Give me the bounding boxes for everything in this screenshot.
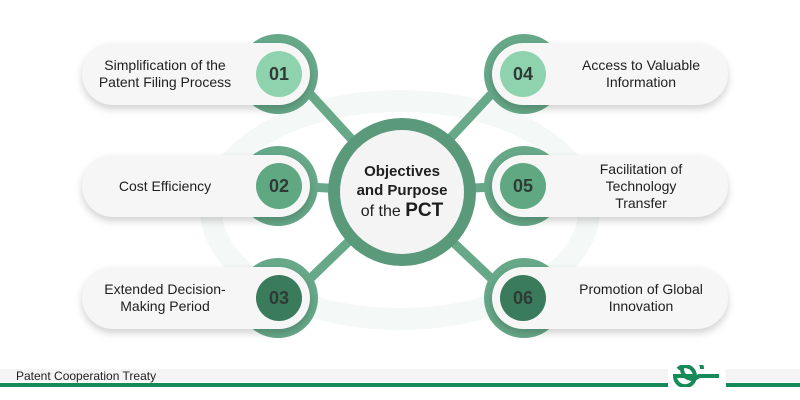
number-badge: 03 <box>256 275 302 321</box>
label-line: Patent Filing Process <box>98 74 232 90</box>
label-line: Cost Efficiency <box>118 177 212 194</box>
label-line: Access to Valuable <box>581 57 701 73</box>
label-line: Making Period <box>120 298 210 314</box>
footer-caption: Patent Cooperation Treaty <box>16 369 157 383</box>
number-badge: 04 <box>500 51 546 97</box>
label-line: Promotion of Global <box>579 281 703 297</box>
label-line: Technology <box>605 177 677 194</box>
footer-divider <box>0 383 800 387</box>
gg-logo-icon <box>668 361 726 391</box>
label-line: Facilitation of <box>599 160 683 177</box>
label-line: Innovation <box>608 298 674 314</box>
number-badge: 05 <box>500 163 546 209</box>
center-title-line2: and Purpose <box>356 181 448 199</box>
objective-03: Extended Decision-Making Period 03 <box>82 267 310 329</box>
label-line: Information <box>605 74 677 90</box>
objective-label: Extended Decision-Making Period <box>82 281 248 315</box>
objective-label: Cost Efficiency <box>82 178 248 195</box>
footer-bar <box>0 369 800 382</box>
label-line: Extended Decision- <box>104 281 226 297</box>
center-node: Objectives and Purpose of the PCT <box>340 130 464 254</box>
number-badge: 06 <box>500 275 546 321</box>
number-badge: 01 <box>256 51 302 97</box>
label-line: Simplification of the <box>104 57 226 73</box>
center-title-prefix: of the <box>360 202 401 220</box>
center-title-acronym: PCT <box>405 199 444 221</box>
objective-02: Cost Efficiency 02 <box>82 155 310 217</box>
center-title-line3: of the PCT <box>361 200 443 223</box>
center-title-line1: Objectives <box>364 162 440 180</box>
number-badge: 02 <box>256 163 302 209</box>
label-line: Transfer <box>615 194 667 211</box>
